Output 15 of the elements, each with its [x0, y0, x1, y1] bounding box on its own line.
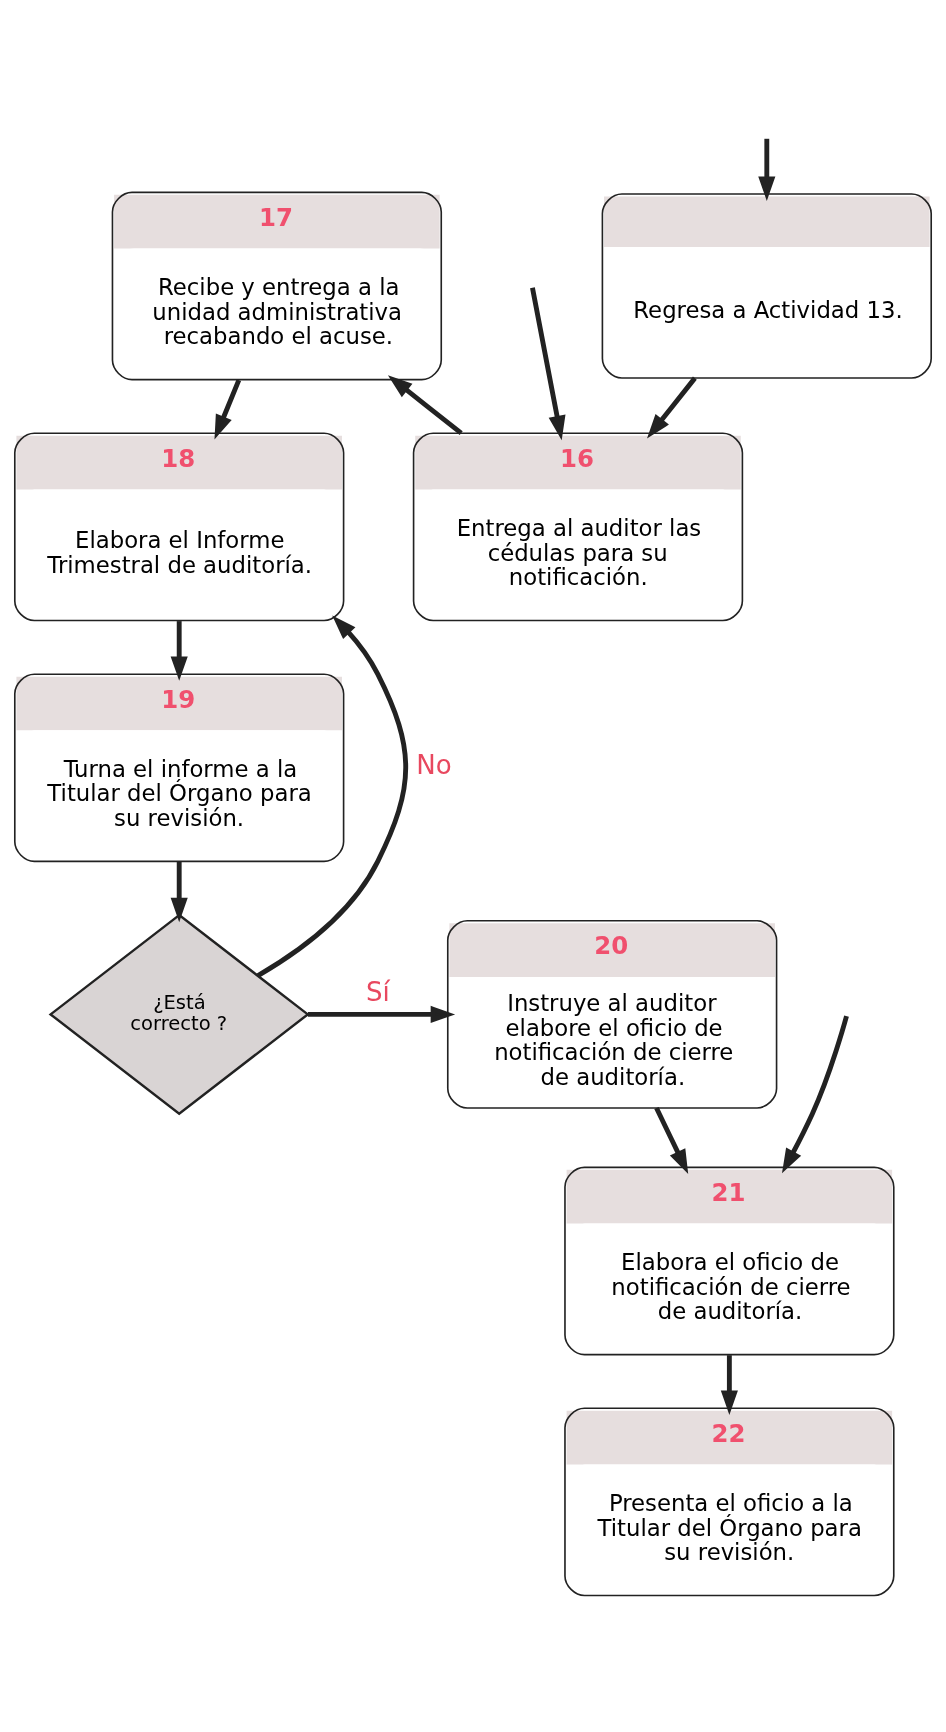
arrow: [256, 615, 409, 978]
edge-label: No: [416, 749, 452, 780]
arrow: [170, 860, 188, 922]
arrow: [530, 286, 566, 440]
arrow: [387, 374, 463, 435]
arrow: [782, 1015, 849, 1173]
arrow: [654, 1106, 689, 1174]
arrow: [170, 620, 188, 681]
arrow: [214, 378, 242, 439]
arrow: [720, 1354, 738, 1415]
arrow: [307, 1005, 456, 1023]
arrow: [758, 138, 776, 201]
node-diamond: ¿Está correcto ?: [48, 913, 310, 1115]
edge-label: Sí: [365, 976, 390, 1007]
arrow: [647, 376, 697, 438]
